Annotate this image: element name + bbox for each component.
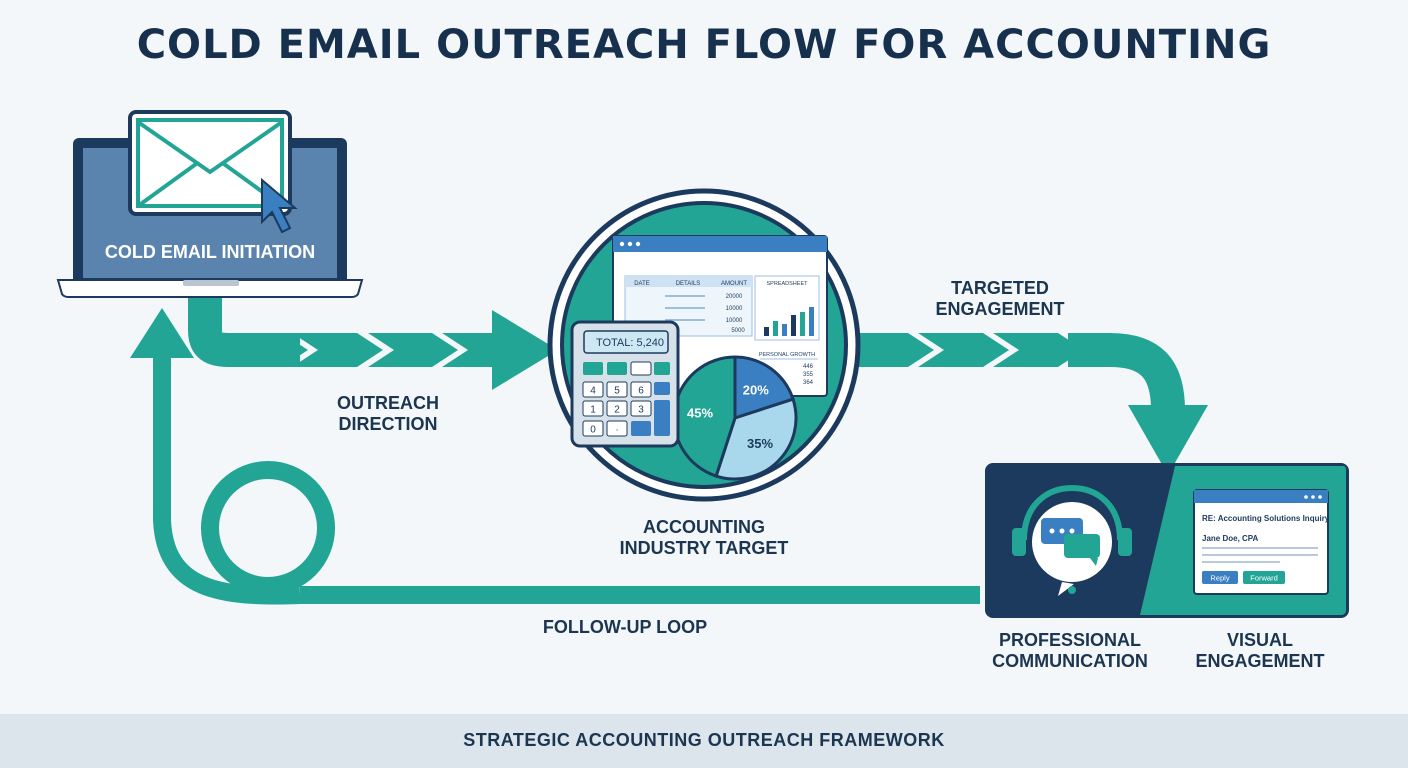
- accounting-target-circle: DATE DETAILS AMOUNT 20000 10000 10000 50…: [547, 188, 861, 502]
- outreach-direction-label: OUTREACH DIRECTION: [308, 393, 468, 435]
- reply-button[interactable]: [1202, 571, 1238, 584]
- mini-bar-chart: [764, 307, 814, 336]
- professional-communication-label: PROFESSIONAL COMMUNICATION: [960, 630, 1180, 672]
- calculator-key: [582, 381, 604, 398]
- sheet-amount: 20000: [726, 294, 743, 300]
- envelope-icon: [128, 110, 292, 216]
- calculator-key-label: 1: [590, 405, 596, 416]
- label-line: ENGAGEMENT: [1195, 651, 1325, 671]
- label-line: VISUAL: [1226, 630, 1293, 650]
- initiation-label: COLD EMAIL INITIATION: [105, 242, 315, 262]
- pie-slice-label: 45%: [687, 405, 713, 420]
- calculator-key: [606, 381, 628, 398]
- calculator-key-label: 2: [614, 405, 620, 416]
- outreach-arrowhead: [442, 310, 558, 390]
- engagement-arrow: [848, 333, 1208, 475]
- sheet-header-date: DATE: [634, 281, 650, 287]
- laptop-illustration: COLD EMAIL INITIATION: [56, 110, 364, 298]
- sheet-header-amount: AMOUNT: [721, 281, 747, 287]
- sheet-amount: 10000: [726, 306, 743, 312]
- follow-up-loop-label: FOLLOW-UP LOOP: [542, 617, 708, 637]
- calculator-key: [630, 381, 652, 398]
- calculator-key: [582, 420, 604, 437]
- calculator-display: TOTAL: 5,240: [596, 337, 664, 349]
- label-line: DIRECTION: [338, 414, 438, 434]
- calculator-key-label: 3: [638, 405, 644, 416]
- label-line: OUTREACH: [337, 393, 439, 413]
- follow-up-loop: [130, 308, 980, 605]
- industry-target-label: ACCOUNTING INDUSTRY TARGET: [594, 517, 814, 559]
- forward-button[interactable]: [1243, 571, 1285, 584]
- sheet-amount: 10000: [726, 318, 743, 324]
- calculator-key: [582, 400, 604, 417]
- label-line: ENGAGEMENT: [935, 299, 1065, 319]
- visual-engagement-label: VISUAL ENGAGEMENT: [1180, 630, 1340, 672]
- calculator-key: [630, 400, 652, 417]
- label-line: INDUSTRY TARGET: [619, 538, 789, 558]
- side-value: 446: [803, 364, 814, 370]
- label-line: ACCOUNTING: [643, 517, 765, 537]
- side-panel-title: PERSONAL GROWTH: [759, 352, 815, 358]
- communication-panel: RE: Accounting Solutions Inquiry Jane Do…: [985, 463, 1349, 618]
- calculator-icon: TOTAL: 5,240 4 5 6 1 2 3 0 ·: [570, 320, 680, 448]
- follow-up-arrowhead: [130, 308, 194, 358]
- sheet-header-details: DETAILS: [676, 281, 701, 287]
- side-value: 355: [803, 372, 814, 378]
- footer-text: STRATEGIC ACCOUNTING OUTREACH FRAMEWORK: [463, 730, 945, 750]
- mini-chart-title: SPREADSHEET: [767, 281, 809, 287]
- email-reply-window: RE: Accounting Solutions Inquiry Jane Do…: [1193, 489, 1330, 595]
- targeted-engagement-label: TARGETED ENGAGEMENT: [910, 278, 1090, 320]
- calculator-keypad: 4 5 6 1 2 3 0 ·: [582, 381, 652, 437]
- cursor-icon: [261, 177, 298, 234]
- calculator-key-label: 5: [614, 386, 620, 397]
- pie-chart: 20% 35% 45%: [672, 355, 798, 481]
- label-line: PROFESSIONAL: [998, 630, 1141, 650]
- calculator-key-label: 0: [590, 425, 596, 436]
- pie-slice-label: 35%: [747, 436, 773, 451]
- email-sender: Jane Doe, CPA: [1202, 534, 1259, 543]
- reply-button-label: Reply: [1210, 574, 1229, 583]
- pie-slice-label: 20%: [743, 382, 769, 397]
- forward-button-label: Forward: [1250, 574, 1278, 583]
- sheet-amount: 5000: [731, 328, 745, 334]
- outreach-arrow: [188, 298, 558, 390]
- calculator-key: [606, 400, 628, 417]
- calculator-key-label: ·: [615, 425, 618, 436]
- side-value: 364: [803, 380, 814, 386]
- calculator-key: [606, 420, 628, 437]
- footer-bar: [0, 714, 1408, 768]
- label-line: COMMUNICATION: [992, 651, 1148, 671]
- calculator-key-label: 4: [590, 386, 596, 397]
- email-subject: RE: Accounting Solutions Inquiry: [1202, 514, 1330, 523]
- label-line: TARGETED: [951, 278, 1049, 298]
- calculator-key-label: 6: [638, 386, 644, 397]
- chat-headset-icon: [1012, 484, 1132, 596]
- engagement-arrowhead: [1128, 405, 1208, 475]
- page-title: COLD EMAIL OUTREACH FLOW FOR ACCOUNTING: [136, 22, 1272, 68]
